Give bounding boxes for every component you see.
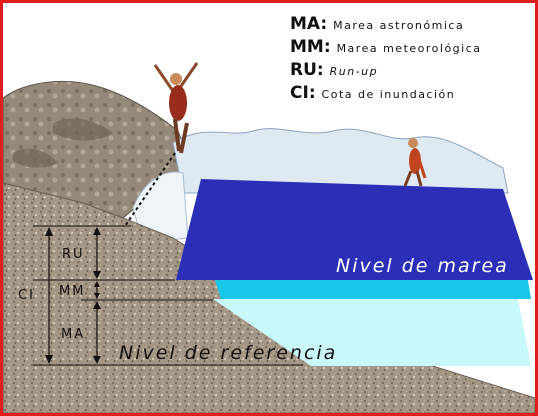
legend: MA: Marea astronómica MM: Marea meteorol… (290, 14, 482, 103)
mm-label: MM (59, 284, 85, 299)
rock-highlight (53, 118, 113, 141)
rock-highlight (13, 148, 58, 168)
tide-level-label: Nivel de marea (336, 255, 509, 277)
ci-label: CI (18, 288, 35, 303)
legend-item-mm: MM: Marea meteorológica (290, 37, 482, 57)
ma-label: MA (61, 327, 85, 342)
ma-band (213, 299, 531, 366)
ru-label: RU (62, 247, 85, 262)
legend-item-ma: MA: Marea astronómica (290, 14, 464, 34)
legend-item-ci: CI: Cota de inundación (290, 83, 455, 103)
mm-band (215, 280, 531, 299)
tide-plane (176, 179, 533, 280)
person-on-waves-icon (403, 138, 427, 187)
mm-arrow-bottom (94, 293, 100, 299)
flood-level-diagram: RU MM MA CI Nivel de marea Nivel de refe… (3, 14, 535, 413)
ci-arrow-top (45, 227, 53, 236)
ru-arrow-top (93, 227, 101, 235)
reference-level-label: Nivel de referencia (119, 342, 337, 364)
run-up-dashed-line (124, 152, 176, 227)
wave-foam (132, 171, 189, 244)
ci-arrow-bottom (45, 355, 53, 364)
person-on-rocks-icon (153, 62, 199, 154)
legend-item-ru: RU: Run-up (290, 60, 378, 80)
ma-arrow-top (93, 301, 101, 309)
mm-arrow-top (94, 281, 100, 287)
ma-arrow-bottom (93, 356, 101, 364)
ru-arrow-bottom (93, 271, 101, 279)
